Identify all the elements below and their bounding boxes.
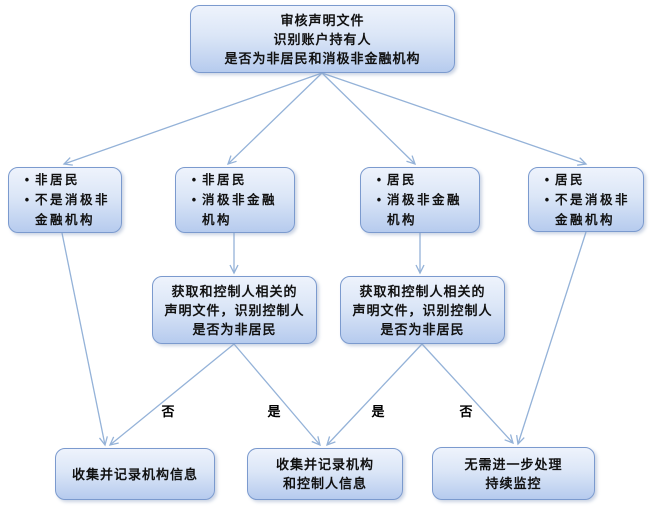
bullet-item: • 非居民 <box>19 170 115 190</box>
bullet-item: • 不是消极非金融机构 <box>539 190 637 230</box>
node-case-resident-passive-nfe: • 居民 • 消极非金融机构 <box>360 167 480 233</box>
arrow-root-to-case3 <box>321 72 415 164</box>
bullet-icon: • <box>191 193 197 207</box>
node-check-controlling-person-left: 获取和控制人相关的 声明文件，识别控制人 是否为非居民 <box>152 276 317 344</box>
bullet-item: • 消极非金融机构 <box>186 190 288 230</box>
bullet-icon: • <box>24 173 30 187</box>
bullet-item: • 不是消极非金融机构 <box>19 190 115 230</box>
node-case-nonresident-not-passive-nfe: • 非居民 • 不是消极非金融机构 <box>8 167 122 233</box>
node-text-line: 获取和控制人相关的 <box>171 283 298 299</box>
node-text-line: 获取和控制人相关的 <box>359 283 486 299</box>
bullet-item: • 消极非金融机构 <box>371 190 473 230</box>
arrow-case4-to-result3 <box>518 231 587 444</box>
arrow-root-to-case1 <box>64 72 323 164</box>
node-case-nonresident-passive-nfe: • 非居民 • 消极非金融机构 <box>175 167 295 233</box>
bullet-icon: • <box>544 192 550 207</box>
node-text-line: 收集并记录机构信息 <box>71 466 198 482</box>
bullet-icon: • <box>191 173 197 187</box>
node-result-no-further-action-monitor: 无需进一步处理 持续监控 <box>432 447 595 500</box>
node-result-record-institution-info: 收集并记录机构信息 <box>55 448 215 500</box>
node-text-line: 持续监控 <box>485 475 542 491</box>
bullet-icon: • <box>544 172 550 187</box>
bullet-item: • 居民 <box>539 170 637 190</box>
node-text-line: 和控制人信息 <box>282 476 367 491</box>
node-check-controlling-person-right: 获取和控制人相关的 声明文件，识别控制人 是否为非居民 <box>340 276 505 344</box>
bullet-icon: • <box>376 193 382 207</box>
arrow-root-to-case4 <box>321 72 586 164</box>
bullet-icon: • <box>376 173 382 187</box>
node-text-line: 是否为非居民 <box>192 321 277 337</box>
node-case-resident-not-passive-nfe: • 居民 • 不是消极非金融机构 <box>528 167 644 232</box>
arrow-checkleft-no-to-result1 <box>110 343 235 445</box>
bullet-item: • 非居民 <box>186 170 288 190</box>
arrow-checkleft-yes-to-result2 <box>233 343 320 445</box>
node-review-declaration: 审核声明文件 识别账户持有人 是否为非居民和消极非金融机构 <box>190 5 455 73</box>
node-result-record-institution-and-controller-info: 收集并记录机构 和控制人信息 <box>247 448 403 500</box>
bullet-item: • 居民 <box>371 170 473 190</box>
bullet-icon: • <box>24 193 30 207</box>
edge-label-no-left: 否 <box>161 404 175 419</box>
node-text-line: 收集并记录机构 <box>275 457 374 472</box>
edge-label-no-right: 否 <box>459 404 473 419</box>
node-text-line: 声明文件，识别控制人 <box>352 302 493 318</box>
node-text-line: 识别账户持有人 <box>273 31 372 47</box>
node-text-line: 是否为非居民和消极非金融机构 <box>224 50 421 66</box>
arrow-case1-to-result1 <box>61 232 105 445</box>
arrow-root-to-case2 <box>228 72 323 164</box>
node-text-line: 是否为非居民 <box>380 321 465 337</box>
arrow-checkright-no-to-result3 <box>421 343 513 443</box>
arrow-checkright-yes-to-result2 <box>327 343 423 445</box>
node-text-line: 声明文件，识别控制人 <box>164 302 305 318</box>
edge-label-yes-right: 是 <box>371 404 385 419</box>
node-text-line: 无需进一步处理 <box>464 456 563 472</box>
node-text-line: 审核声明文件 <box>280 12 365 28</box>
edge-label-yes-left: 是 <box>267 404 281 419</box>
